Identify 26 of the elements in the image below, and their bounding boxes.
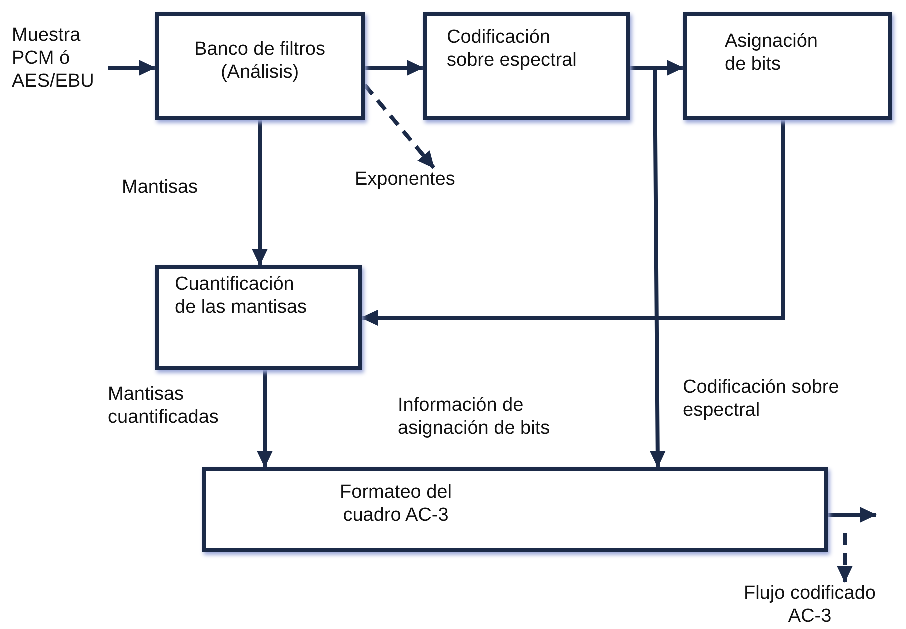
arrow (630, 66, 666, 468)
edge-label: Mantisas (122, 176, 198, 199)
edge-label: Mantisas cuantificadas (108, 383, 220, 429)
box-text: Cuantificación de las mantisas (175, 273, 308, 319)
arrow (257, 370, 273, 468)
node-text: Muestra PCM ó AES/EBU (12, 24, 96, 93)
node-text: Flujo codificado AC-3 (742, 582, 878, 628)
signal-label: Información de asignación de bits (398, 394, 552, 440)
process-box (155, 265, 362, 370)
process-box (683, 12, 892, 120)
box-text: Formateo del cuadro AC-3 (339, 481, 453, 527)
arrow (837, 533, 853, 583)
arrow (365, 60, 424, 76)
arrow (361, 120, 785, 326)
edge-label: Codificación sobre espectral (683, 376, 840, 422)
arrow (363, 84, 436, 170)
arrow (108, 60, 156, 76)
process-box (155, 12, 365, 120)
node-text: Exponentes (355, 168, 456, 191)
arrow (252, 120, 268, 266)
box-text: Asignación de bits (725, 30, 819, 76)
process-box (423, 12, 630, 120)
arrow (828, 507, 877, 523)
process-box (202, 467, 828, 552)
box-text: Banco de filtros (Análisis) (194, 38, 326, 84)
box-text: Codificación sobre espectral (447, 26, 578, 72)
